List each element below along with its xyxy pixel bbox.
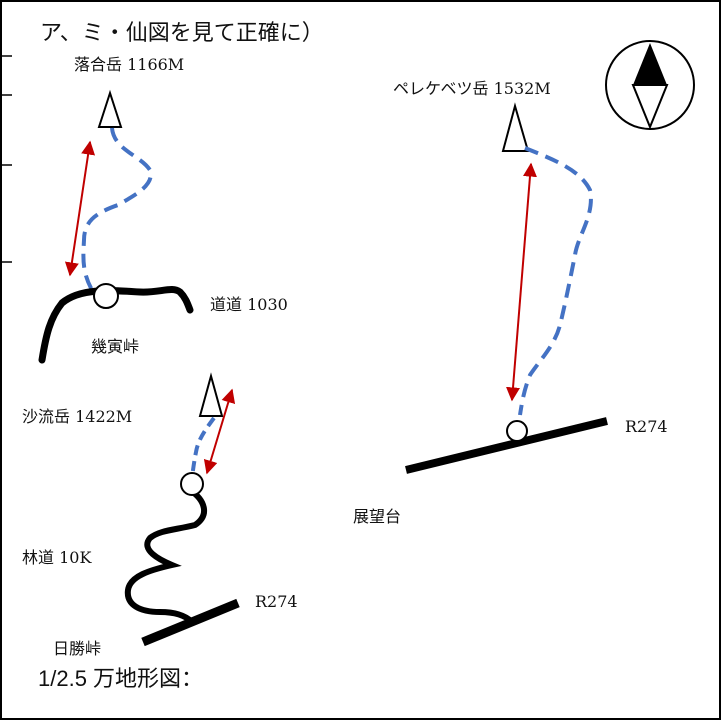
pass-label-ikutora: 幾寅峠 — [91, 337, 139, 356]
header-title: ア、ミ・仙図を見て正確に） — [40, 21, 324, 46]
peak-triangle-icon — [97, 89, 123, 128]
peak-label-perekebetsu: ペレケベツ岳 1532M — [393, 79, 551, 98]
trailhead-circle-icon — [180, 472, 204, 496]
road-label-r274-bottom: R274 — [255, 592, 298, 611]
trail-ochiai — [81, 127, 153, 291]
peak-label-saru: 沙流岳 1422M — [22, 407, 132, 426]
road-rindo-10k — [124, 487, 207, 625]
pass-label-hidaka: 日勝峠 — [53, 639, 101, 658]
arrow-perekebetsu — [506, 162, 537, 402]
road-r274-right — [405, 417, 608, 474]
road-dodo-1030 — [38, 286, 194, 364]
viewpoint-label: 展望台 — [353, 507, 401, 526]
scale-label: 1/2.5 万地形図： — [38, 666, 203, 691]
road-r274-bottom — [141, 598, 240, 647]
trailhead-circle-icon — [93, 283, 119, 309]
compass-north-arrow-icon — [605, 40, 695, 130]
trail-perekebetsu — [518, 146, 593, 416]
road-label-r274-right: R274 — [625, 417, 668, 436]
road-label-dodo: 道道 1030 — [210, 295, 288, 314]
trailhead-circle-icon — [506, 420, 528, 442]
trail-saru — [190, 416, 216, 479]
arrow-ochiai — [64, 140, 96, 277]
peak-triangle-icon — [501, 102, 530, 152]
peak-label-ochiai: 落合岳 1166M — [74, 55, 184, 74]
left-margin-ticks — [0, 55, 12, 263]
peak-triangle-icon — [198, 372, 224, 417]
road-label-rindo: 林道 10K — [22, 548, 92, 567]
arrow-saru — [203, 388, 236, 475]
